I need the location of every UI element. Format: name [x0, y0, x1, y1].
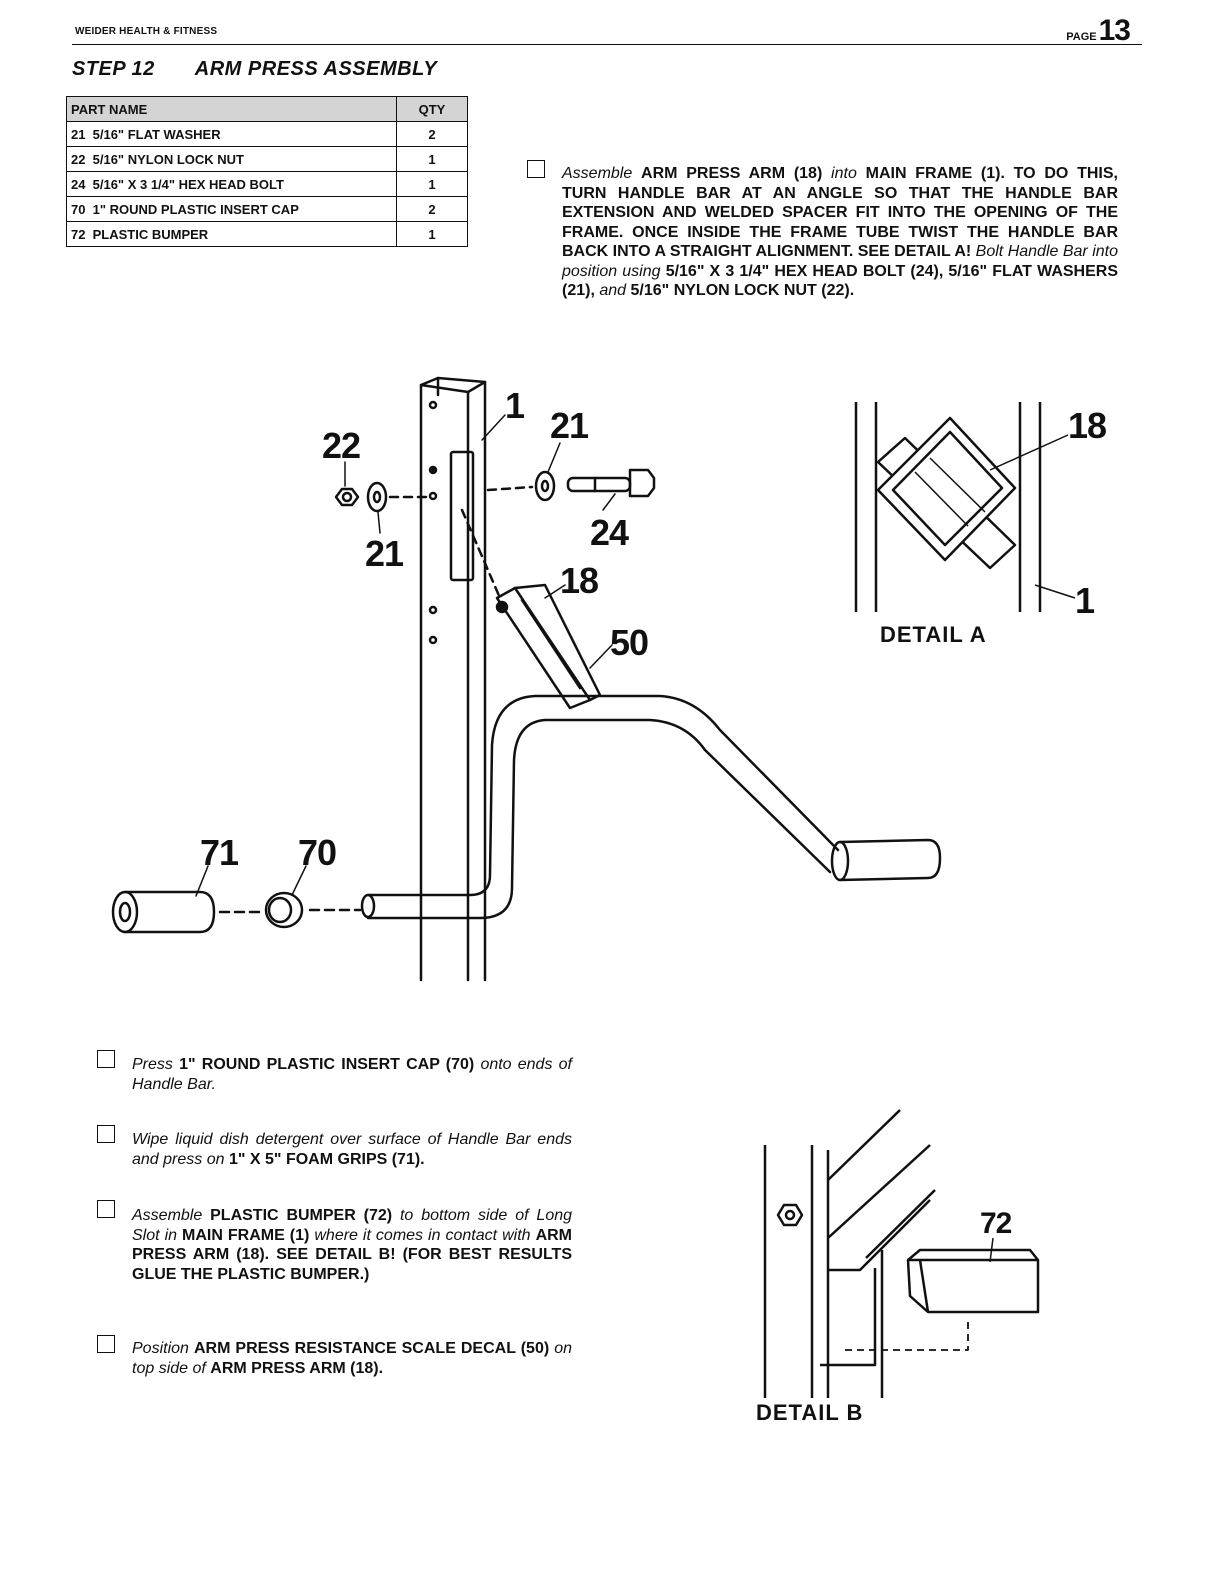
part-number: 22 [71, 151, 86, 167]
callout-18: 18 [560, 560, 599, 601]
callout-1: 1 [505, 385, 525, 426]
step-title: ARM PRESS ASSEMBLY [194, 58, 438, 80]
header-rule [72, 44, 1142, 45]
callout-71: 71 [200, 832, 239, 873]
part-name: 5/16" X 3 1/4" HEX HEAD BOLT [92, 176, 284, 192]
col-qty: QTY [396, 96, 468, 122]
callout-22: 22 [322, 425, 361, 466]
step-number: STEP 12 [72, 58, 155, 80]
callout-70: 70 [298, 832, 337, 873]
detail-a-callout-18: 18 [1068, 405, 1107, 446]
table-row: 22 5/16" NYLON LOCK NUT 1 [66, 146, 468, 172]
part-name: PLASTIC BUMPER [92, 226, 209, 242]
instruction-1: Assemble ARM PRESS ARM (18) into MAIN FR… [562, 165, 1118, 299]
table-row: 70 1" ROUND PLASTIC INSERT CAP 2 [66, 196, 468, 222]
callout-21-left: 21 [365, 533, 404, 574]
instruction-3: Wipe liquid dish detergent over surface … [132, 1131, 572, 1168]
part-number: 72 [71, 226, 86, 242]
part-name: 1" ROUND PLASTIC INSERT CAP [92, 201, 299, 217]
instruction-4: Assemble PLASTIC BUMPER (72) to bottom s… [132, 1207, 573, 1283]
detail-b-callout-72: 72 [980, 1207, 1012, 1240]
callout-21-right: 21 [550, 405, 589, 446]
table-row: 72 PLASTIC BUMPER 1 [66, 221, 468, 247]
part-number: 70 [71, 201, 86, 217]
table-row: 24 5/16" X 3 1/4" HEX HEAD BOLT 1 [66, 171, 468, 197]
part-qty: 1 [396, 221, 468, 247]
page-label: PAGE [1066, 31, 1097, 43]
part-name: 5/16" FLAT WASHER [92, 126, 221, 142]
step-checkbox[interactable] [97, 1050, 115, 1068]
parts-table: PART NAME QTY 21 5/16" FLAT WASHER 2 22 … [66, 96, 468, 247]
detail-b-label: DETAIL B [756, 1400, 864, 1425]
arm-press-arm [495, 583, 602, 710]
part-number: 24 [71, 176, 86, 192]
detail-a-callout-1: 1 [1075, 580, 1095, 621]
handle-bar [360, 694, 942, 920]
detail-a-drawing [854, 402, 1076, 612]
cap-and-grip [111, 890, 362, 934]
main-frame [419, 376, 487, 982]
table-row: 21 5/16" FLAT WASHER 2 [66, 121, 468, 147]
step-checkbox[interactable] [97, 1335, 115, 1353]
step-checkbox[interactable] [97, 1200, 115, 1218]
step-heading: STEP 12 ARM PRESS ASSEMBLY [72, 58, 437, 81]
page-number: 13 [1098, 14, 1131, 47]
bolt-and-washer-right [486, 468, 656, 502]
step-checkbox[interactable] [97, 1125, 115, 1143]
page-indicator: PAGE 13 [1066, 14, 1131, 48]
part-number: 21 [71, 126, 86, 142]
nut-and-washer-left [334, 481, 430, 513]
callout-50: 50 [610, 622, 649, 663]
part-qty: 2 [396, 121, 468, 147]
instruction-5: Position ARM PRESS RESISTANCE SCALE DECA… [132, 1340, 573, 1377]
part-name: 5/16" NYLON LOCK NUT [92, 151, 244, 167]
callout-24: 24 [590, 512, 629, 553]
instruction-2: Press 1" ROUND PLASTIC INSERT CAP (70) o… [132, 1056, 572, 1093]
detail-b-drawing [763, 1109, 1040, 1398]
step-checkbox[interactable] [527, 160, 545, 178]
company-name: WEIDER HEALTH & FITNESS [75, 26, 218, 37]
detail-a-label: DETAIL A [880, 622, 987, 647]
